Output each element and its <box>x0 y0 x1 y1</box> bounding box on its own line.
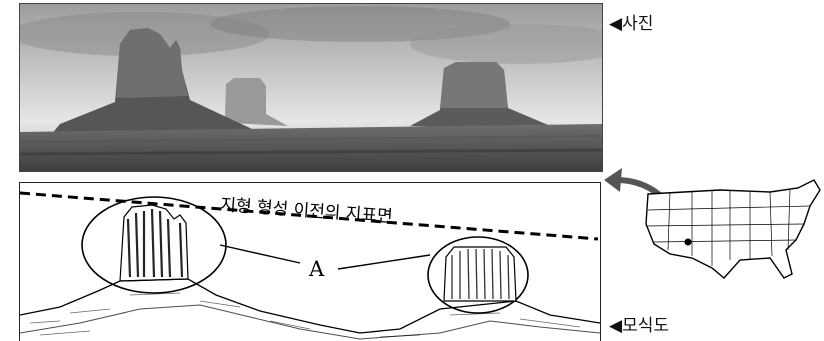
right-butte-circle <box>427 236 529 314</box>
former-surface-label: 지형 형성 이전의 지표면 <box>220 195 394 227</box>
left-butte-circle <box>81 196 227 294</box>
butte-diagram: 지형 형성 이전의 지표면 A <box>19 182 601 341</box>
arrow-icon <box>604 168 622 192</box>
landform-a-label: A <box>308 257 325 281</box>
former-surface-line <box>20 191 599 241</box>
butte-photograph <box>19 3 603 172</box>
diagram-label: ◀모식도 <box>609 316 669 336</box>
photo-label: ◀사진 <box>609 14 654 34</box>
us-location-map <box>600 150 824 290</box>
location-dot <box>684 238 692 246</box>
